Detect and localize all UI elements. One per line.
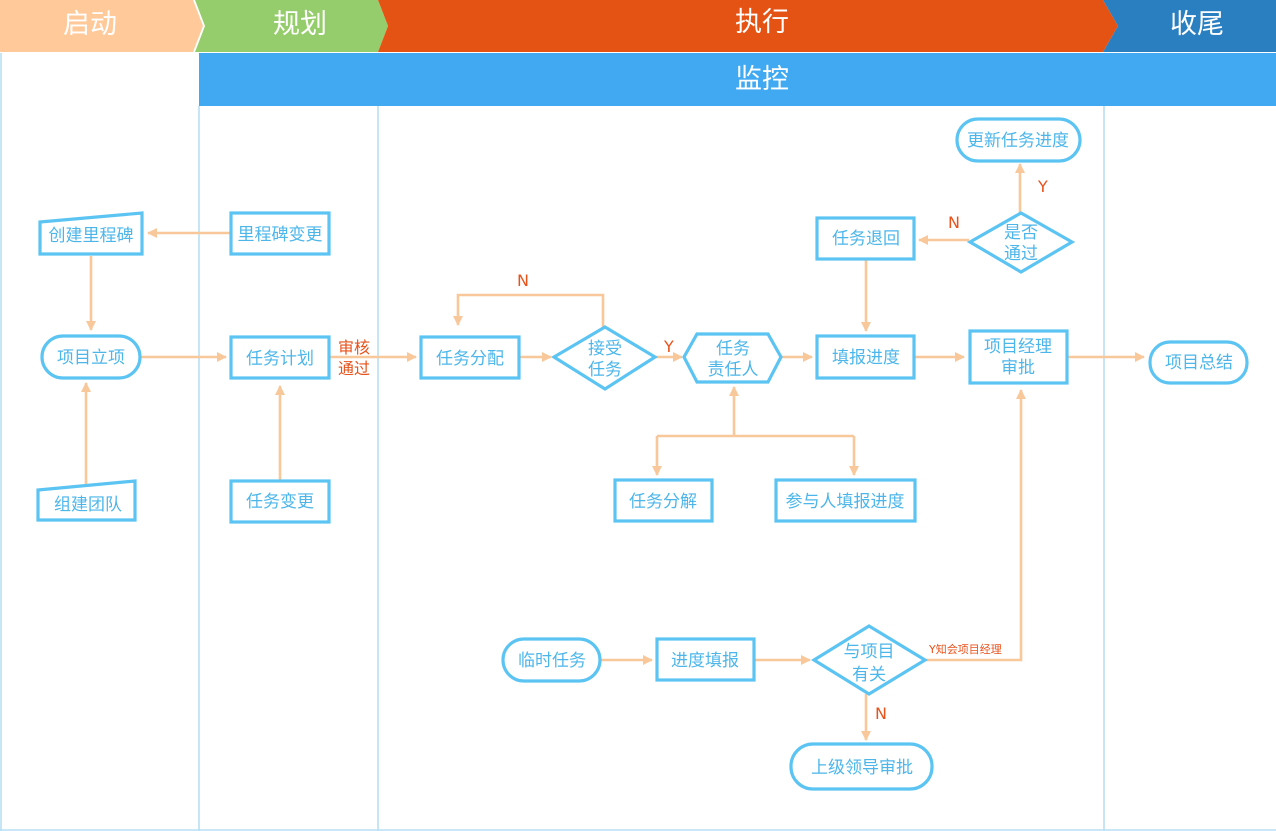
node-pm-approval-label-2: 审批 [1001, 358, 1035, 378]
node-superior-approval-label: 上级领导审批 [811, 758, 913, 778]
node-project-related-label-2: 有关 [852, 665, 886, 685]
phase-header: 启动 规划 执行 收尾 [0, 0, 1276, 52]
node-task-change [229, 479, 331, 524]
node-approved-check [966, 211, 1076, 274]
phase-plan-label: 规划 [273, 9, 327, 40]
node-temp-task [501, 637, 602, 683]
phase-execute-bar [378, 0, 1118, 52]
node-project-summary [1148, 340, 1249, 385]
node-progress-fill [655, 637, 756, 682]
node-task-decompose [613, 478, 714, 523]
label-review-pass-2: 通过 [338, 359, 370, 378]
node-accept-task-label-2: 任务 [588, 360, 622, 380]
node-superior-approval [789, 742, 934, 791]
label-related-n: N [875, 704, 887, 723]
node-accept-task-label-1: 接受 [588, 339, 622, 359]
edge-related-y-to-pm [926, 389, 1026, 662]
node-pm-approval [968, 329, 1069, 385]
node-fill-progress-label: 填报进度 [832, 348, 900, 368]
node-approved-check-label-2: 通过 [1004, 244, 1038, 264]
node-project-summary-label: 项目总结 [1165, 353, 1233, 373]
node-pm-approval-label-1: 项目经理 [984, 337, 1052, 357]
node-task-plan-label: 任务计划 [246, 349, 314, 369]
label-approved-y: Y [1037, 177, 1048, 196]
node-update-progress [955, 117, 1082, 163]
phase-close-label: 收尾 [1170, 9, 1224, 40]
edges [81, 163, 1145, 741]
monitor-label: 监控 [735, 64, 789, 95]
nodes: 创建里程碑 项目立项 组建团队 里程碑变更 任务计划 任务变更 任务分配 接受 … [36, 117, 1249, 791]
phase-close-bar [1103, 0, 1276, 52]
node-task-assign-label: 任务分配 [436, 349, 504, 369]
node-project-related [810, 624, 929, 696]
monitor-bar [199, 53, 1276, 106]
node-progress-fill-label: 进度填报 [671, 651, 739, 671]
label-review-pass-1: 审核 [338, 338, 370, 357]
phase-start-bar [0, 0, 203, 52]
node-task-assign [419, 335, 521, 380]
edge-accept-n-loop [453, 293, 605, 329]
label-notify-pm: Y知会项目经理 [928, 642, 1002, 656]
node-task-return-label: 任务退回 [832, 229, 900, 249]
node-task-change-label: 任务变更 [246, 492, 314, 512]
phase-plan-bar [195, 0, 388, 52]
node-build-team-label: 组建团队 [54, 495, 122, 515]
node-milestone-change-label: 里程碑变更 [238, 225, 323, 245]
node-accept-task [550, 325, 659, 391]
node-milestone-change [229, 211, 331, 256]
node-participant-report [774, 478, 917, 523]
node-create-milestone [38, 211, 144, 256]
node-project-setup [40, 334, 142, 380]
node-task-return [815, 216, 916, 261]
phase-start-label: 启动 [63, 9, 117, 40]
node-fill-progress [815, 334, 916, 380]
node-task-owner [682, 332, 783, 384]
node-task-owner-label-1: 任务 [716, 339, 750, 359]
node-project-related-label-1: 与项目 [844, 642, 895, 662]
node-create-milestone-label: 创建里程碑 [49, 226, 134, 246]
lane-dividers [0, 53, 1276, 831]
node-project-setup-label: 项目立项 [57, 348, 125, 368]
node-participant-report-label: 参与人填报进度 [786, 492, 905, 512]
node-task-decompose-label: 任务分解 [629, 492, 697, 512]
node-temp-task-label: 临时任务 [518, 651, 586, 671]
label-accept-n: N [517, 271, 529, 290]
label-approved-n: N [948, 213, 960, 232]
node-approved-check-label-1: 是否 [1004, 223, 1038, 243]
node-task-owner-label-2: 责任人 [708, 360, 759, 380]
node-build-team [36, 479, 137, 522]
label-accept-y: Y [663, 337, 674, 356]
node-update-progress-label: 更新任务进度 [967, 131, 1069, 151]
node-task-plan [229, 335, 331, 380]
phase-execute-label: 执行 [735, 7, 789, 38]
